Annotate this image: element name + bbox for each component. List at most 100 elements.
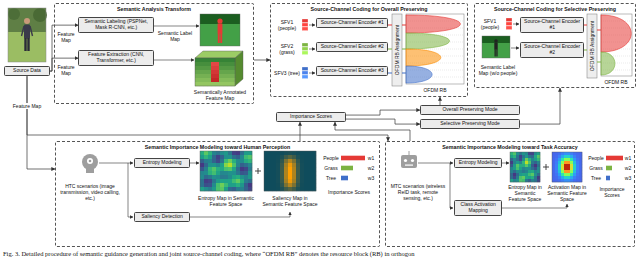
- activation-map: [573, 158, 576, 161]
- activation-map: [552, 170, 555, 173]
- source-photo: [22, 26, 25, 36]
- feature-cube-face: [215, 78, 219, 82]
- activation-map: [561, 152, 564, 155]
- plus-sign: [255, 164, 549, 174]
- semantic-label-map: [200, 14, 240, 46]
- activation-map: [576, 176, 579, 179]
- feature-cube-face: [219, 66, 223, 70]
- entropy-map: [537, 173, 540, 176]
- connector: [254, 60, 270, 61]
- map-frame: [264, 151, 316, 191]
- activation-map: [573, 155, 576, 158]
- semantic-label-map: [220, 33, 222, 43]
- feature-cube: [195, 51, 243, 58]
- saliency-map: [292, 159, 296, 163]
- entropy-map: [200, 171, 204, 175]
- connector: [346, 119, 420, 124]
- entropy-map: [224, 179, 228, 183]
- feature-cube-face: [227, 82, 231, 86]
- flow-arrow: [154, 26, 199, 27]
- feature-vector-tile: [302, 67, 308, 71]
- entropy-map: [240, 167, 244, 171]
- entropy-map: [510, 161, 513, 164]
- region-heading: Semantic Importance Modeling toward Huma…: [56, 142, 379, 150]
- feature-cube-face: [223, 74, 227, 78]
- entropy-map: [204, 167, 208, 171]
- activation-map: [555, 176, 558, 179]
- entropy-map: [236, 175, 240, 179]
- process-box: Importance Scores: [276, 112, 346, 122]
- activation-map: [579, 170, 582, 173]
- feature-cube-face: [231, 78, 235, 82]
- feature-cube-face: [215, 58, 219, 62]
- activation-map: [573, 170, 576, 173]
- entropy-map: [200, 159, 204, 163]
- saliency-map: [272, 183, 276, 187]
- entropy-map: [220, 163, 224, 167]
- activation-map: [576, 152, 579, 155]
- entropy-map: [228, 183, 232, 187]
- entropy-map: [204, 159, 208, 163]
- entropy-map: [513, 155, 516, 158]
- entropy-map: [232, 163, 236, 167]
- entropy-map: [248, 175, 252, 179]
- activation-map: [552, 176, 555, 179]
- feature-cube-face: [199, 74, 203, 78]
- activation-map: [552, 173, 555, 176]
- plus-sign: [546, 164, 547, 170]
- activation-map: [564, 155, 567, 158]
- entropy-map: [537, 179, 540, 182]
- entropy-map: [522, 155, 525, 158]
- activation-map: [567, 155, 570, 158]
- entropy-map: [216, 155, 220, 159]
- entropy-map: [537, 176, 540, 179]
- ofdm-chart: [406, 14, 464, 84]
- saliency-map: [304, 151, 308, 155]
- entropy-map: [208, 167, 212, 171]
- importance-bar: [341, 166, 353, 171]
- annotation-label: Semantically Annotated Feature Map: [188, 89, 252, 101]
- ofdm-chart: [406, 14, 464, 84]
- entropy-map: [531, 167, 534, 170]
- feature-cube-face: [219, 58, 223, 62]
- label-map-without-people: [482, 36, 510, 58]
- saliency-map: [276, 159, 280, 163]
- entropy-map: [534, 173, 537, 176]
- entropy-map: [228, 179, 232, 183]
- entropy-map: [522, 164, 525, 167]
- saliency-map: [308, 171, 312, 175]
- entropy-map: [528, 161, 531, 164]
- entropy-map: [232, 155, 236, 159]
- rb-link-line: [402, 49, 406, 50]
- saliency-map: [296, 159, 300, 163]
- entropy-map: [236, 163, 240, 167]
- entropy-map: [516, 158, 519, 161]
- saliency-map: [284, 179, 288, 183]
- saliency-map: [264, 183, 268, 187]
- box-text: Source-Channel Encoder #1: [523, 19, 581, 31]
- entropy-map: [531, 173, 534, 176]
- rb-link-line: [584, 25, 587, 26]
- feature-cube-face: [203, 82, 207, 86]
- annotation-label: Tree: [322, 175, 340, 181]
- entropy-map: [513, 164, 516, 167]
- annotation-label: SFV1 (people): [274, 19, 300, 31]
- process-box: Class Activation Mapping: [454, 200, 502, 216]
- feature-cube-face: [211, 74, 215, 78]
- human-icon: [82, 154, 98, 170]
- box-text: Source-Channel Encoder #2: [523, 44, 581, 56]
- entropy-map: [519, 176, 522, 179]
- entropy-map: [248, 163, 252, 167]
- annotation-label: Tree: [588, 175, 605, 181]
- entropy-map: [212, 151, 216, 155]
- activation-map: [570, 158, 573, 161]
- annotation-label: SFV3 (tree): [274, 70, 300, 76]
- saliency-map: [284, 159, 288, 163]
- flow-arrow: [190, 212, 290, 217]
- saliency-map: [288, 155, 292, 159]
- entropy-map: [228, 159, 232, 163]
- entropy-map: [522, 179, 525, 182]
- entropy-map: [534, 161, 537, 164]
- activation-map: [552, 152, 582, 182]
- feature-cube-face: [219, 82, 223, 86]
